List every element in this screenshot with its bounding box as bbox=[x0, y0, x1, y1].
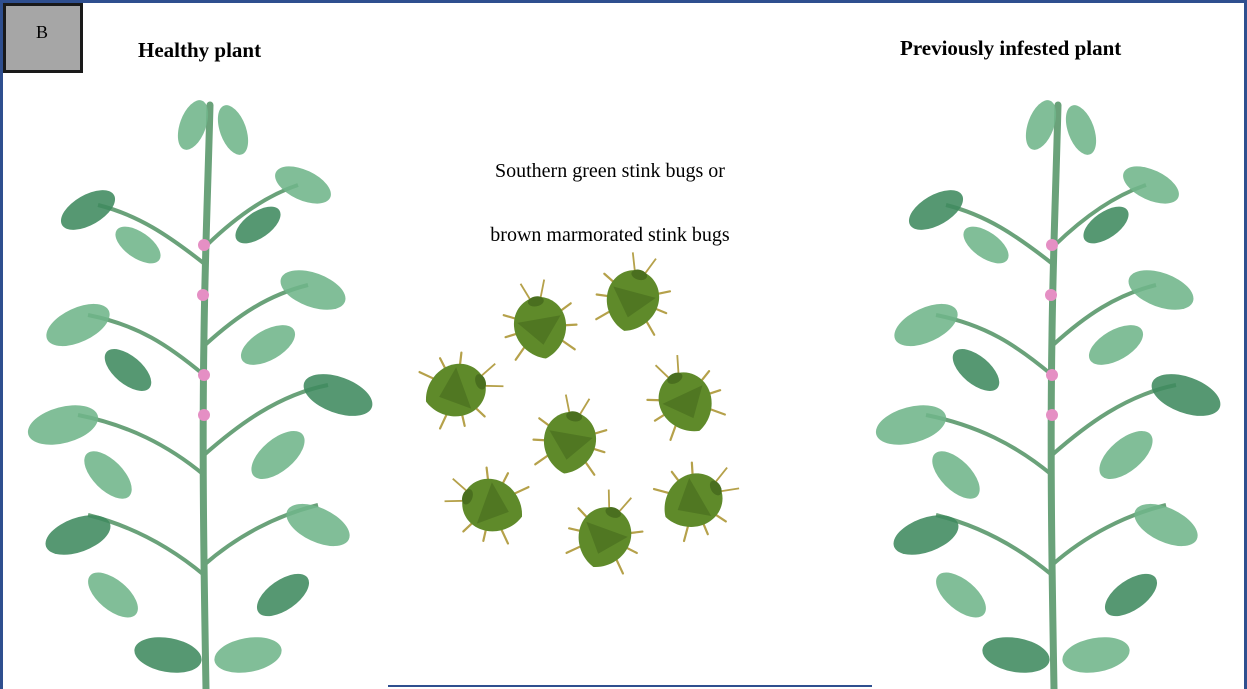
leaf-icon bbox=[109, 219, 167, 270]
bug-caption-line-2: brown marmorated stink bugs bbox=[400, 224, 820, 247]
flower-icon bbox=[197, 289, 209, 301]
leaf-icon bbox=[1146, 366, 1226, 424]
panel-label: B bbox=[3, 3, 83, 73]
plant-stem bbox=[203, 105, 210, 689]
bug-caption-line-1: Southern green stink bugs or bbox=[400, 160, 820, 183]
leaf-icon bbox=[1083, 317, 1150, 373]
stink-bug-icon bbox=[560, 481, 654, 579]
leaf-icon bbox=[132, 632, 205, 677]
leaf-icon bbox=[888, 295, 964, 355]
stink-bug-icon bbox=[529, 390, 613, 479]
flower-icon bbox=[1046, 369, 1058, 381]
leaf-icon bbox=[946, 341, 1007, 398]
leaf-icon bbox=[1077, 199, 1135, 250]
healthy-plant-icon bbox=[18, 95, 388, 689]
leaf-icon bbox=[1117, 159, 1184, 212]
leaf-icon bbox=[1091, 422, 1161, 488]
frame-bottom-edge bbox=[388, 685, 872, 687]
leaf-icon bbox=[40, 507, 116, 562]
leaf-icon bbox=[76, 443, 140, 507]
leaf-icon bbox=[40, 295, 116, 355]
stink-bug-icon bbox=[648, 447, 752, 548]
leaf-icon bbox=[212, 101, 254, 159]
stink-bug-icon bbox=[589, 250, 679, 340]
leaf-icon bbox=[269, 159, 336, 212]
flower-icon bbox=[198, 409, 210, 421]
leaf-icon bbox=[298, 366, 378, 424]
leaf-icon bbox=[1060, 101, 1102, 159]
flower-icon bbox=[198, 239, 210, 251]
stink-bug-icon bbox=[414, 341, 512, 435]
leaf-icon bbox=[280, 495, 356, 555]
flower-icon bbox=[1046, 409, 1058, 421]
stink-bug-group bbox=[390, 250, 770, 590]
leaf-icon bbox=[275, 262, 351, 317]
leaf-icon bbox=[1123, 262, 1199, 317]
flower-icon bbox=[1046, 239, 1058, 251]
plant-stem bbox=[1051, 105, 1058, 689]
leaf-icon bbox=[928, 564, 993, 626]
leaf-icon bbox=[243, 422, 313, 488]
stink-bug-icon bbox=[634, 345, 732, 446]
leaf-icon bbox=[24, 398, 103, 451]
leaf-icon bbox=[250, 566, 316, 625]
healthy-plant-title: Healthy plant bbox=[138, 38, 261, 63]
leaf-icon bbox=[235, 317, 302, 373]
leaf-icon bbox=[888, 507, 964, 562]
leaf-icon bbox=[98, 341, 159, 398]
flower-icon bbox=[198, 369, 210, 381]
stink-bug-icon bbox=[497, 275, 581, 364]
stink-bug-icon bbox=[436, 456, 534, 550]
leaf-icon bbox=[80, 564, 145, 626]
leaf-icon bbox=[1128, 495, 1204, 555]
leaf-icon bbox=[1098, 566, 1164, 625]
leaf-icon bbox=[1060, 632, 1133, 677]
flower-icon bbox=[1045, 289, 1057, 301]
leaf-icon bbox=[980, 632, 1053, 677]
leaf-icon bbox=[957, 219, 1015, 270]
leaf-icon bbox=[872, 398, 951, 451]
infested-plant-icon bbox=[866, 95, 1236, 689]
leaf-icon bbox=[212, 632, 285, 677]
leaf-icon bbox=[229, 199, 287, 250]
infested-plant-title: Previously infested plant bbox=[900, 36, 1121, 61]
leaf-icon bbox=[924, 443, 988, 507]
